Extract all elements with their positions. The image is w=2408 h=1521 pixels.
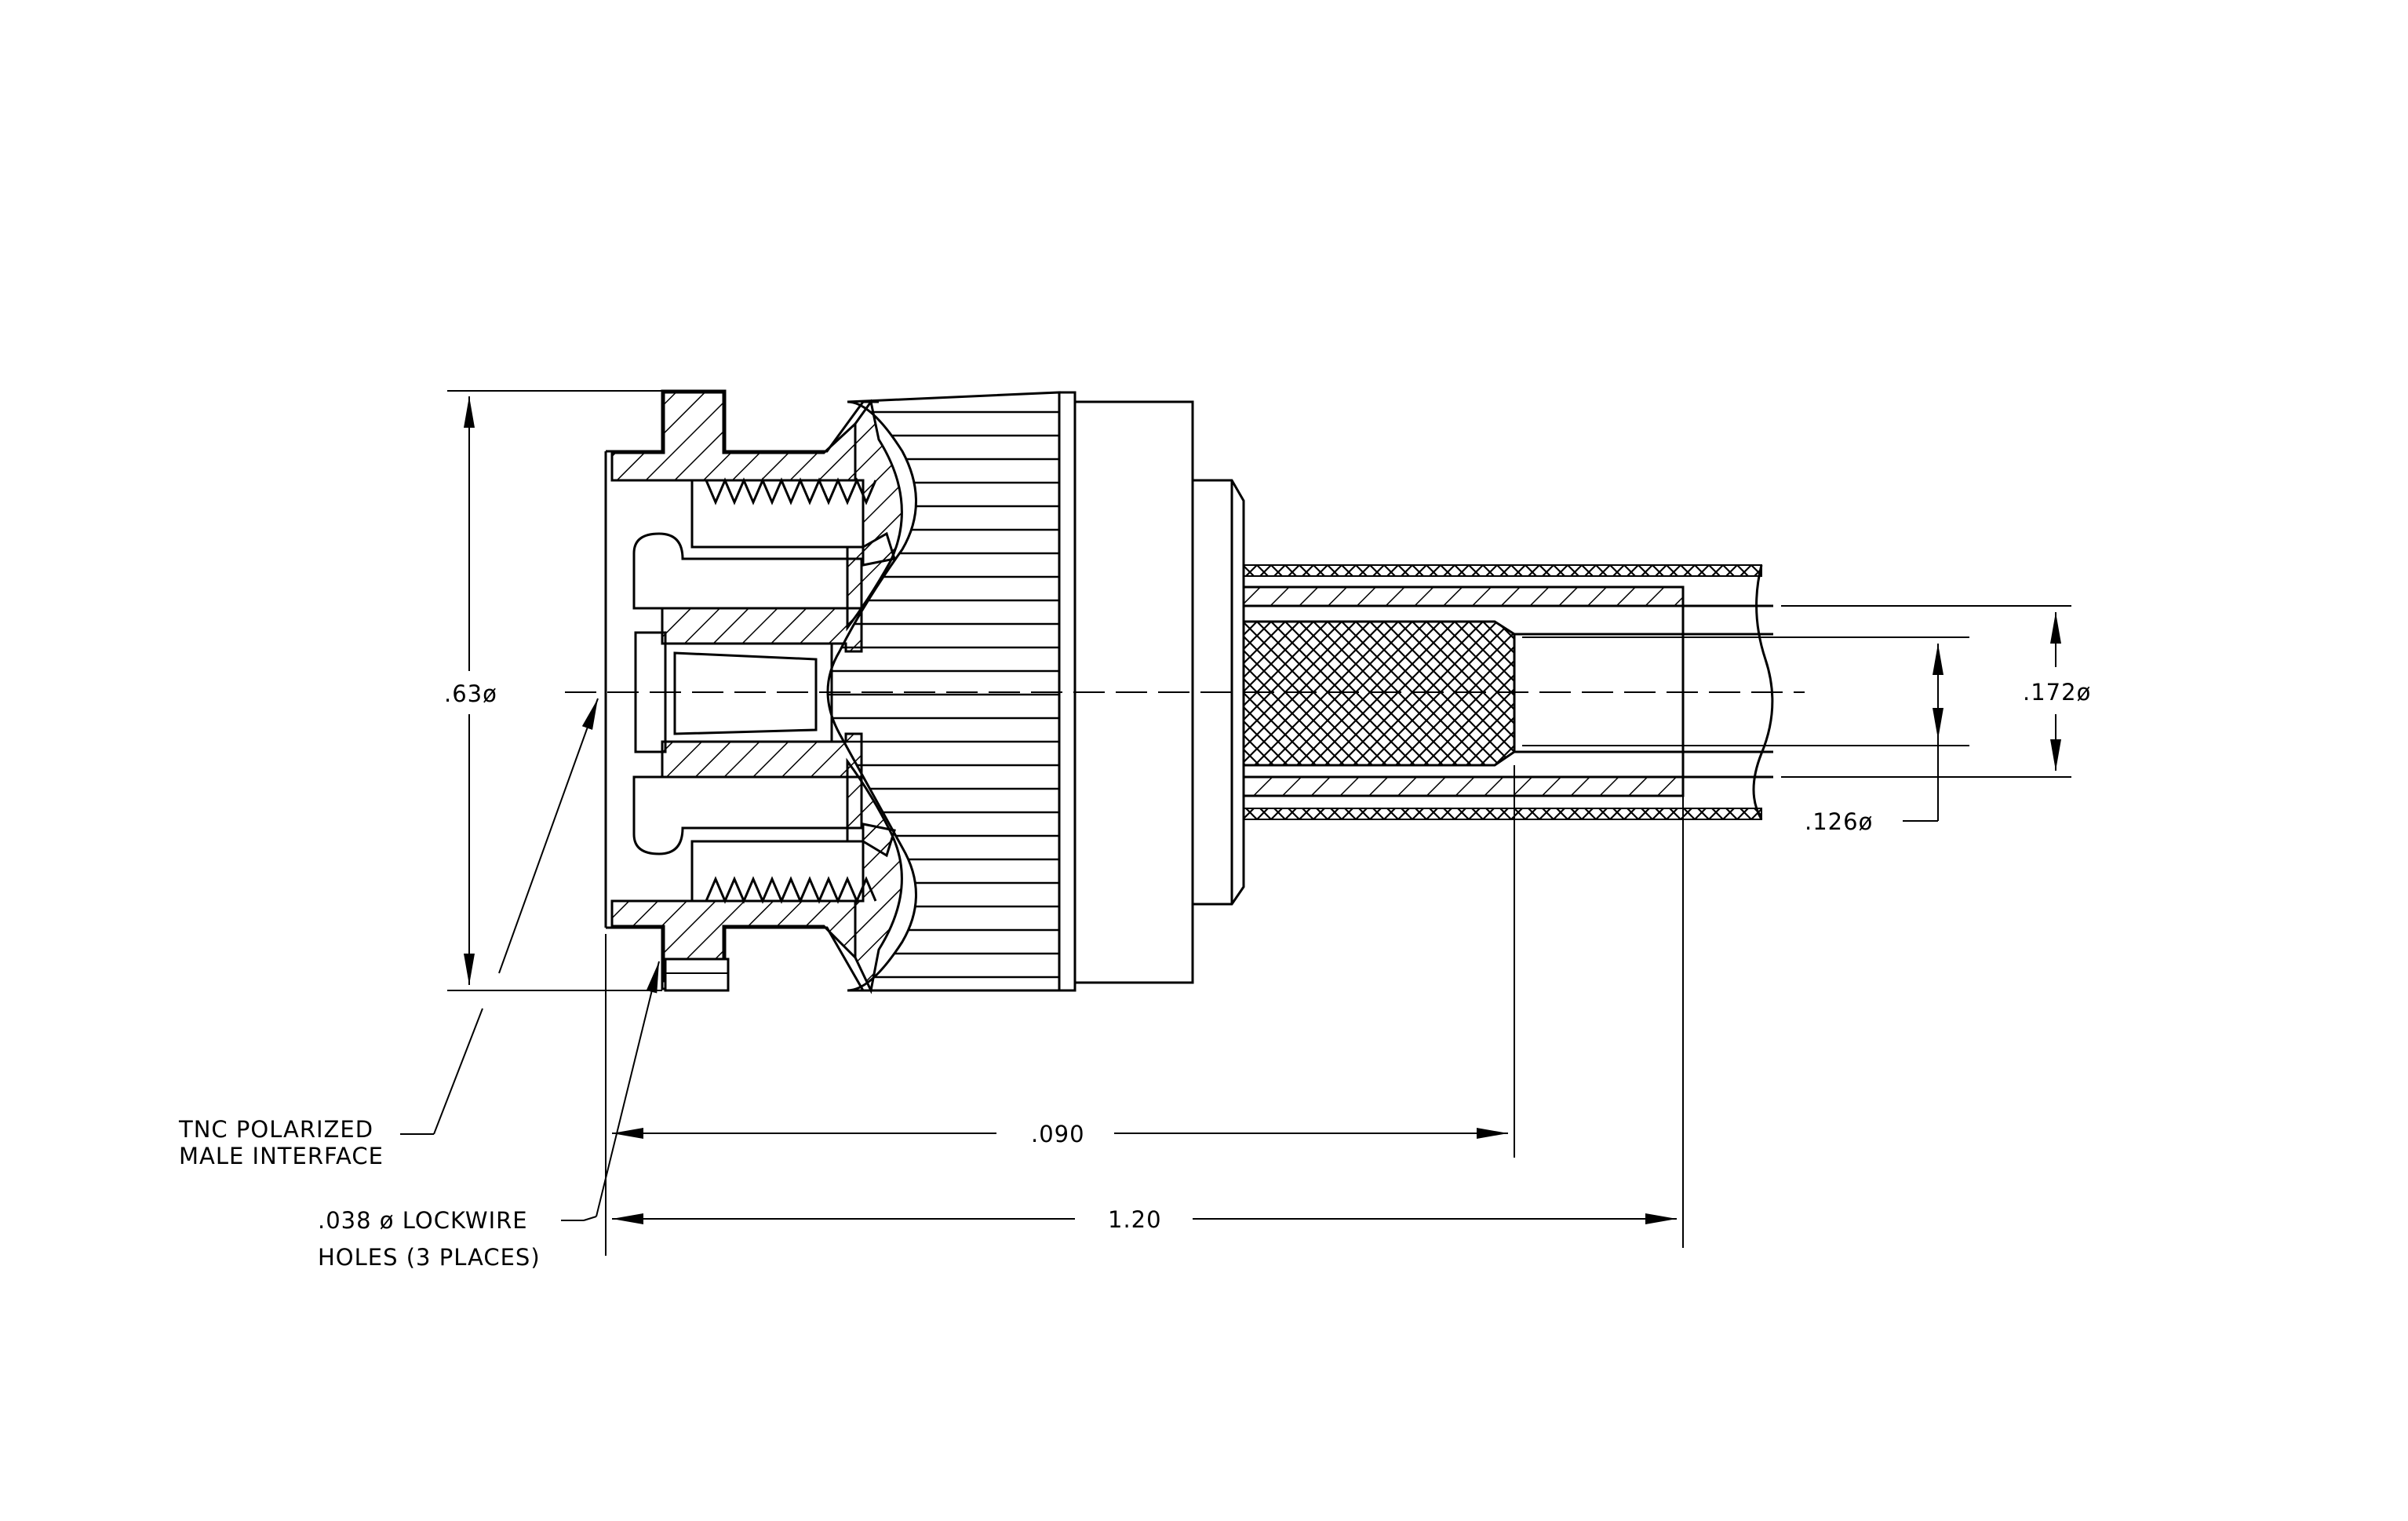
cable-break-line xyxy=(1752,564,1774,820)
callout-lockwire-line1: .038 ø LOCKWIRE xyxy=(318,1207,528,1234)
nut-top-hatch xyxy=(846,399,903,632)
dim-length-short: .090 xyxy=(1031,1121,1085,1147)
flange-bottom-hatch xyxy=(610,899,857,983)
connector-body xyxy=(565,389,1805,994)
knurled-nut xyxy=(826,391,1061,992)
flange-top-hatch xyxy=(610,391,857,482)
thread-top xyxy=(705,477,877,505)
thread-bottom xyxy=(705,876,877,904)
dim-overall-diameter: .63ø xyxy=(444,680,497,707)
dim-outer-cable-diameter: .172ø xyxy=(2023,679,2091,706)
callout-interface-line2: MALE INTERFACE xyxy=(179,1143,384,1169)
callouts: TNC POLARIZED MALE INTERFACE .038 ø LOCK… xyxy=(178,698,730,1271)
dim-inner-cable-diameter: .126ø xyxy=(1805,808,1873,835)
cable xyxy=(1242,564,1774,820)
callout-interface-line1: TNC POLARIZED xyxy=(178,1116,373,1143)
interface-tab-top xyxy=(632,532,863,610)
dimensions: .63ø .172ø .126ø .090 1.20 xyxy=(444,390,2091,1256)
dim-length-total: 1.20 xyxy=(1108,1206,1162,1233)
callout-lockwire-line2: HOLES (3 PLACES) xyxy=(318,1244,541,1271)
